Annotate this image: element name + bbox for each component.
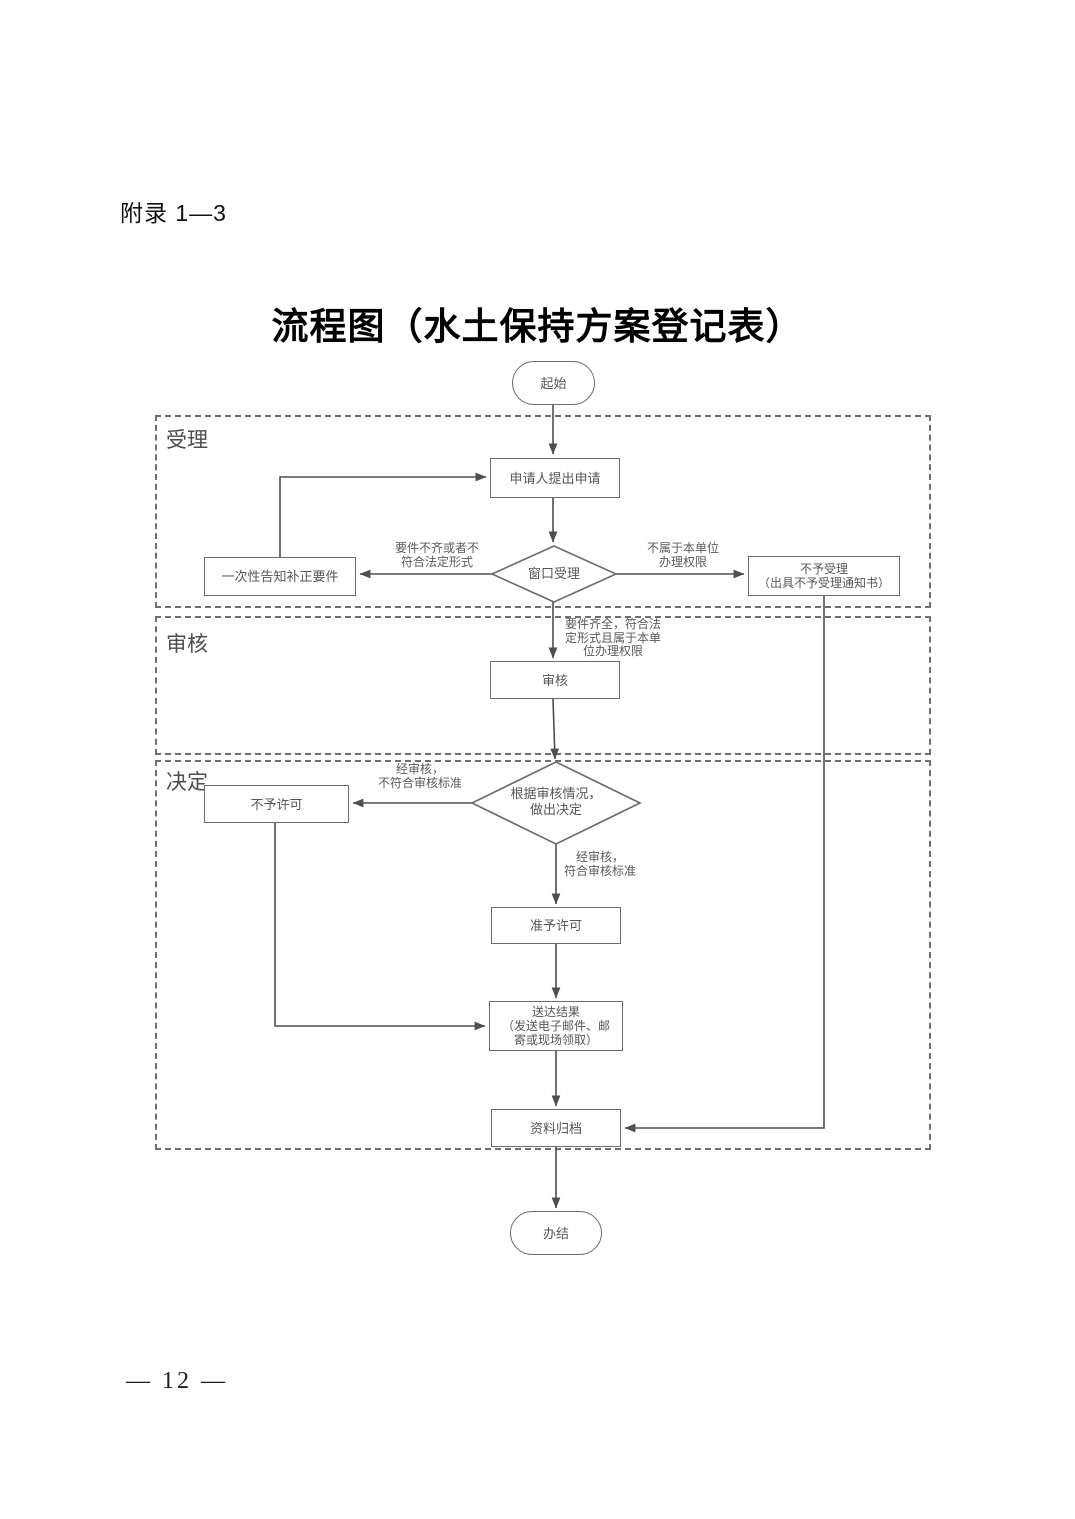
archive-node: 资料归档 [491, 1109, 621, 1147]
page-title: 流程图（水土保持方案登记表） [271, 307, 804, 348]
deliver-node: 送达结果 （发送电子邮件、邮 寄或现场领取） [489, 1001, 623, 1051]
edge-notify-to-apply [279, 472, 487, 557]
decision-diamond [470, 761, 642, 845]
section-review-label: 审核 [166, 633, 208, 656]
deny-node: 不予许可 [204, 785, 349, 823]
edge-label-pass: 经审核， 符合审核标准 [563, 850, 636, 878]
review-node: 审核 [490, 661, 620, 699]
edge-label-fail: 经审核， 不符合审核标准 [377, 762, 462, 790]
section-accept [155, 415, 931, 608]
edge-label-complete: 要件齐全，符合法 定形式且属于本单 位办理权限 [564, 617, 661, 658]
notify-correction-node: 一次性告知补正要件 [204, 557, 356, 596]
edge-label-incomplete: 要件不齐或者不 符合法定形式 [394, 541, 479, 569]
end-node: 办结 [510, 1211, 602, 1255]
section-decide-label: 决定 [166, 771, 208, 794]
edge-notaccept-to-archive [624, 596, 825, 1133]
edge-review-to-decision [550, 698, 560, 760]
edge-label-no-authority: 不属于本单位 办理权限 [646, 541, 719, 569]
start-node: 起始 [512, 361, 595, 405]
section-accept-label: 受理 [166, 429, 208, 452]
page-number: — 12 — [126, 1368, 228, 1394]
window-accept-label: 窗口受理 [527, 566, 580, 581]
grant-node: 准予许可 [491, 907, 621, 944]
flowchart-connectors [274, 405, 825, 1209]
apply-node: 申请人提出申请 [490, 458, 620, 498]
decision-label: 根据审核情况， 做出决定 [510, 786, 602, 817]
appendix-label: 附录 1—3 [120, 200, 227, 226]
edge-deny-to-deliver [274, 823, 486, 1031]
section-decide [155, 760, 931, 1150]
not-accept-node: 不予受理 （出具不予受理通知书） [748, 556, 900, 596]
section-review [155, 616, 931, 755]
window-accept-diamond [490, 545, 618, 603]
